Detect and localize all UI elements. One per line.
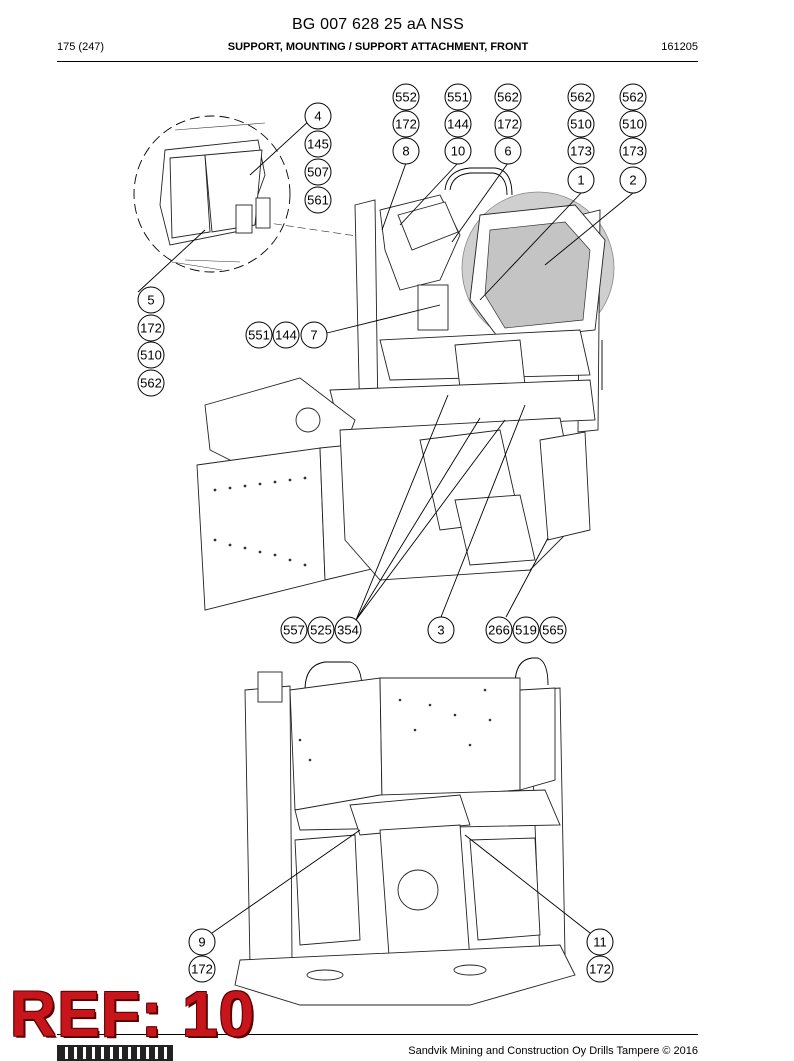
callout-6: 6: [494, 137, 522, 165]
detail-view-outline: [133, 115, 291, 273]
callout-507: 507: [304, 158, 332, 186]
svg-text:172: 172: [395, 117, 417, 132]
svg-text:173: 173: [622, 144, 644, 159]
callout-519: 519: [512, 616, 540, 644]
upper-assembly-drawing: [133, 115, 615, 611]
callout-510: 510: [137, 341, 165, 369]
svg-text:144: 144: [275, 328, 297, 343]
callout-565: 565: [539, 616, 567, 644]
svg-text:172: 172: [191, 962, 213, 977]
document-title: BG 007 628 25 aA NSS: [291, 16, 465, 33]
svg-text:1: 1: [577, 173, 584, 188]
svg-text:172: 172: [140, 321, 162, 336]
callout-172: 172: [188, 955, 216, 983]
svg-text:551: 551: [447, 90, 469, 105]
svg-text:144: 144: [447, 117, 469, 132]
svg-text:510: 510: [622, 117, 644, 132]
document-code: 161205: [661, 41, 698, 53]
callout-551: 551: [245, 321, 273, 349]
reference-stamp: REF: 10: [10, 978, 256, 1050]
svg-text:11: 11: [593, 935, 607, 950]
callout-266: 266: [485, 616, 513, 644]
svg-text:562: 562: [570, 90, 592, 105]
svg-text:551: 551: [248, 328, 270, 343]
callout-354: 354: [334, 616, 362, 644]
svg-text:510: 510: [570, 117, 592, 132]
callout-172: 172: [586, 955, 614, 983]
callout-3: 3: [427, 616, 455, 644]
svg-text:562: 562: [622, 90, 644, 105]
callout-510: 510: [567, 110, 595, 138]
svg-text:172: 172: [589, 962, 611, 977]
callout-551: 551: [444, 83, 472, 111]
svg-text:10: 10: [451, 144, 465, 159]
callout-510: 510: [619, 110, 647, 138]
svg-text:266: 266: [488, 623, 510, 638]
svg-text:5: 5: [147, 293, 154, 308]
callout-552: 552: [392, 83, 420, 111]
callout-173: 173: [567, 137, 595, 165]
svg-text:172: 172: [497, 117, 519, 132]
callout-562: 562: [619, 83, 647, 111]
callout-2: 2: [619, 166, 647, 194]
callout-bubbles: 552 551 562 562 562 172 144 172 510 510 …: [137, 83, 647, 983]
svg-text:2: 2: [629, 173, 636, 188]
callout-144: 144: [272, 321, 300, 349]
callout-525: 525: [307, 616, 335, 644]
section-title: SUPPORT, MOUNTING / SUPPORT ATTACHMENT, …: [227, 41, 529, 53]
svg-text:3: 3: [437, 623, 444, 638]
svg-text:519: 519: [515, 623, 537, 638]
svg-text:6: 6: [504, 144, 511, 159]
svg-text:8: 8: [402, 144, 409, 159]
svg-text:9: 9: [198, 935, 205, 950]
svg-text:173: 173: [570, 144, 592, 159]
callout-144: 144: [444, 110, 472, 138]
callout-562: 562: [494, 83, 522, 111]
callout-172: 172: [494, 110, 522, 138]
svg-text:565: 565: [542, 623, 564, 638]
svg-text:562: 562: [497, 90, 519, 105]
callout-173: 173: [619, 137, 647, 165]
callout-7: 7: [300, 321, 328, 349]
callout-5: 5: [137, 286, 165, 314]
callout-145: 145: [304, 130, 332, 158]
header-divider: [57, 61, 698, 62]
callout-562: 562: [137, 369, 165, 397]
svg-text:562: 562: [140, 376, 162, 391]
callout-1: 1: [567, 166, 595, 194]
svg-text:525: 525: [310, 623, 332, 638]
svg-text:7: 7: [310, 328, 317, 343]
svg-text:354: 354: [337, 623, 359, 638]
svg-text:561: 561: [307, 193, 329, 208]
svg-text:4: 4: [314, 109, 321, 124]
lower-assembly-drawing: [234, 657, 576, 1006]
svg-text:145: 145: [307, 137, 329, 152]
svg-text:507: 507: [307, 165, 329, 180]
footer-copyright: Sandvik Mining and Construction Oy Drill…: [408, 1045, 698, 1057]
callout-10: 10: [444, 137, 472, 165]
svg-text:552: 552: [395, 90, 417, 105]
page-number: 175 (247): [57, 41, 105, 53]
callout-172: 172: [137, 314, 165, 342]
callout-8: 8: [392, 137, 420, 165]
callout-9: 9: [188, 928, 216, 956]
callout-172: 172: [392, 110, 420, 138]
callout-4: 4: [304, 102, 332, 130]
callout-562: 562: [567, 83, 595, 111]
svg-text:557: 557: [283, 623, 305, 638]
leader-lines: [137, 119, 634, 934]
callout-11: 11: [586, 928, 614, 956]
callout-557: 557: [280, 616, 308, 644]
svg-text:510: 510: [140, 348, 162, 363]
footer-divider: [57, 1034, 698, 1035]
callout-561: 561: [304, 186, 332, 214]
